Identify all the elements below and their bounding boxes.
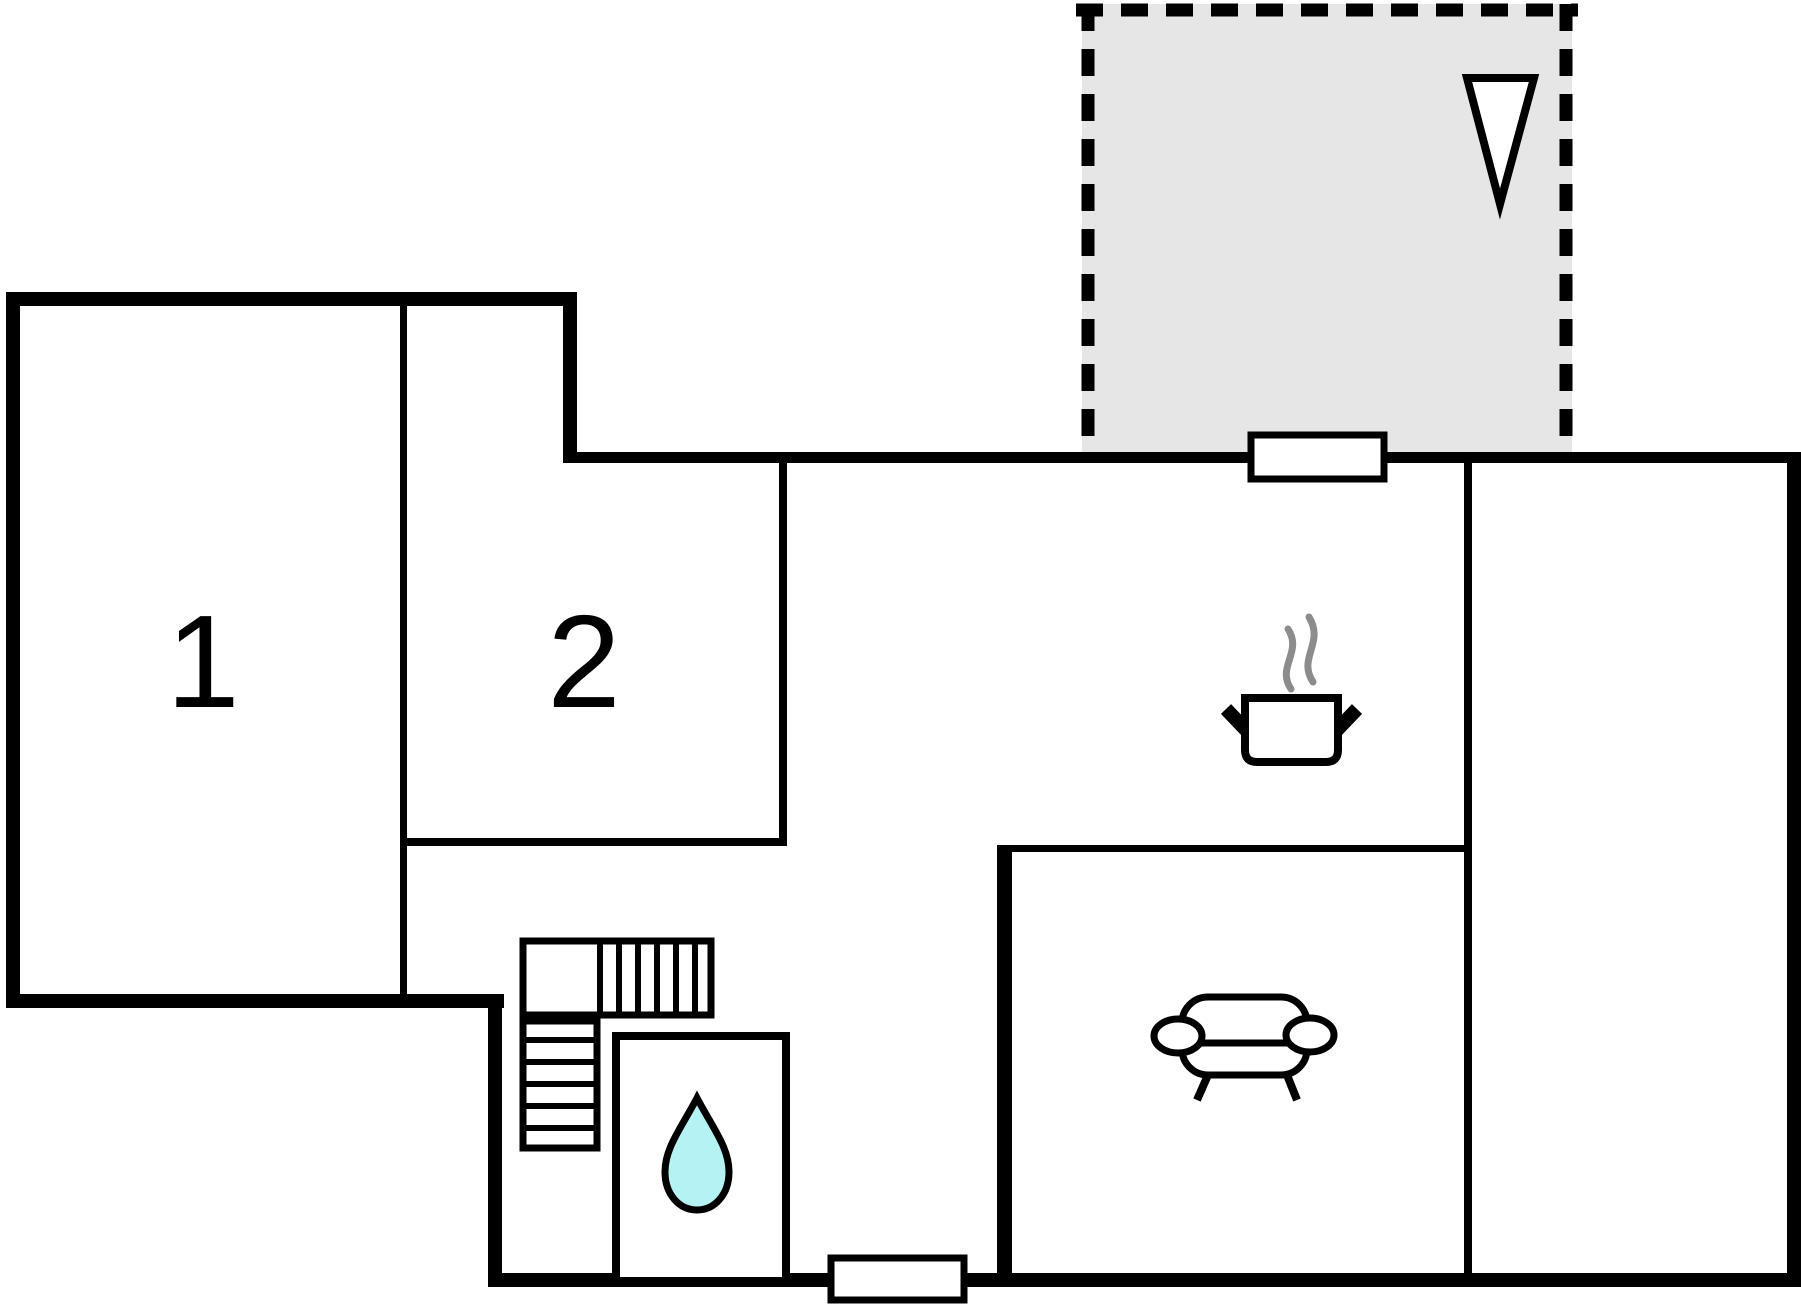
wall-livingroom-top — [1012, 845, 1464, 852]
stairs-icon — [519, 937, 715, 1152]
wall-right-outer — [1787, 452, 1801, 1287]
room-2-label: 2 — [547, 588, 620, 735]
stairs-upper-treads — [597, 941, 698, 1015]
north-arrow-icon — [1461, 74, 1540, 220]
sofa-leg-right — [1283, 1073, 1301, 1102]
terrace-area — [1076, 3, 1578, 452]
wall-livingroom-left — [997, 845, 1012, 1273]
sofa-armrest-left — [1150, 1015, 1206, 1057]
walls — [6, 292, 1801, 1287]
steam-icon — [1304, 613, 1318, 686]
wall-room2-bottom — [400, 838, 787, 846]
terrace-door-opening — [1247, 431, 1388, 483]
wall-room1-room2-divider — [400, 306, 407, 994]
wall-bottom-outer — [488, 1273, 1801, 1287]
bathroom — [612, 1032, 790, 1285]
wall-top-main — [563, 452, 1801, 463]
room-1-label: 1 — [166, 588, 239, 735]
stairs-lower-treads — [523, 1037, 597, 1131]
wall-facade-step — [563, 292, 577, 463]
wall-room1-bottom — [6, 994, 504, 1008]
pot-body — [1241, 694, 1342, 766]
entrance-door-opening — [827, 1254, 968, 1304]
sofa-icon — [1150, 993, 1338, 1102]
sofa-leg-left — [1193, 1073, 1212, 1102]
terrace-fill — [1082, 4, 1572, 452]
wall-interior-right — [1464, 463, 1472, 1273]
wall-room2-right — [779, 463, 787, 838]
wall-top-left — [6, 292, 577, 306]
wall-left-outer — [6, 292, 20, 1008]
water-drop-icon — [661, 1090, 733, 1214]
steam-icon — [1282, 625, 1297, 693]
sofa-armrest-right — [1282, 1014, 1338, 1056]
doors — [827, 431, 1388, 1304]
stove-pot-icon — [1220, 613, 1363, 766]
wall-corridor-left — [488, 994, 502, 1287]
